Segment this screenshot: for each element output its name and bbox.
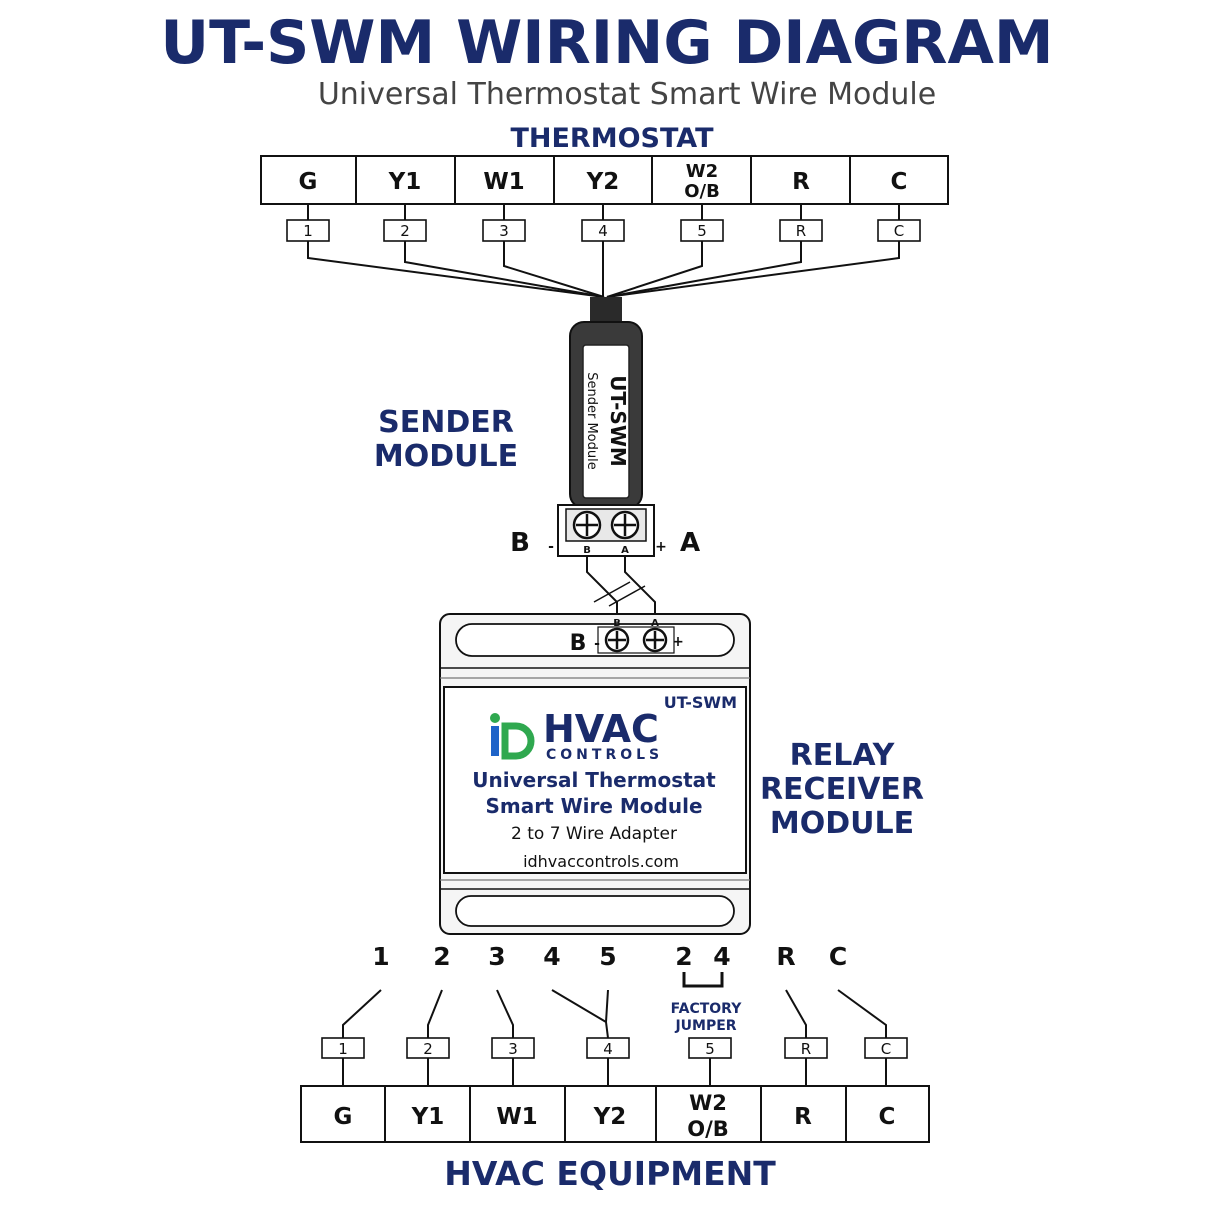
hvac-dividers bbox=[384, 1086, 847, 1142]
hvac-terminal-ob: O/B bbox=[687, 1117, 729, 1141]
thermostat-tag-2: 2 bbox=[400, 222, 410, 240]
sender-minus: - bbox=[548, 539, 554, 555]
thermostat-terminal-w2: W2 bbox=[686, 161, 718, 182]
factory-jumper-line2: JUMPER bbox=[674, 1018, 736, 1034]
thermostat-terminal-r: R bbox=[792, 169, 810, 195]
hvac-tag-r: R bbox=[801, 1040, 811, 1058]
hvac-tag-c: C bbox=[881, 1040, 891, 1058]
page-subtitle: Universal Thermostat Smart Wire Module bbox=[318, 77, 936, 112]
thermostat-tags bbox=[286, 219, 921, 242]
output-number-c: C bbox=[829, 942, 847, 971]
thermostat-tag-1: 1 bbox=[303, 222, 313, 240]
thermostat-terminal-strip bbox=[260, 155, 949, 205]
factory-jumper-bracket bbox=[682, 972, 724, 988]
logo-main-text: HVAC bbox=[543, 707, 659, 751]
sender-label-line1: SENDER bbox=[378, 405, 514, 440]
output-number-4: 4 bbox=[543, 942, 560, 971]
sender-plus: + bbox=[655, 539, 667, 555]
page-title: UT-SWM WIRING DIAGRAM bbox=[160, 8, 1053, 78]
sender-device-title: UT-SWM bbox=[606, 375, 630, 467]
hvac-equipment-label: HVAC EQUIPMENT bbox=[444, 1154, 776, 1193]
receiver-label-line1: RELAY bbox=[790, 738, 896, 773]
hvac-terminal-c: C bbox=[879, 1104, 896, 1130]
thermostat-terminal-y2: Y2 bbox=[586, 169, 620, 195]
output-number-r: R bbox=[776, 942, 795, 971]
thermostat-label: THERMOSTAT bbox=[510, 123, 714, 154]
sender-terminal-a-label: A bbox=[680, 528, 700, 558]
hvac-terminal-w2: W2 bbox=[689, 1091, 727, 1115]
thermostat-dividers bbox=[355, 156, 851, 204]
output-number-2: 2 bbox=[433, 942, 450, 971]
sender-device-subtitle: Sender Module bbox=[584, 372, 599, 470]
thermostat-terminal-g: G bbox=[299, 169, 318, 195]
logo-sub-text: CONTROLS bbox=[546, 747, 663, 763]
thermostat-tag-c: C bbox=[894, 222, 904, 240]
receiver-product-line1: Universal Thermostat bbox=[472, 768, 716, 792]
hvac-tag-3: 3 bbox=[508, 1040, 518, 1058]
hvac-tag-2: 2 bbox=[423, 1040, 433, 1058]
receiver-terminal-b-label: B bbox=[570, 631, 587, 656]
thermostat-tag-4: 4 bbox=[598, 222, 608, 240]
hvac-tags bbox=[321, 1037, 908, 1059]
receiver-screw-a-label: A bbox=[651, 618, 659, 629]
receiver-model: UT-SWM bbox=[664, 693, 737, 712]
sender-cable-boot bbox=[590, 297, 622, 325]
receiver-minus: - bbox=[594, 636, 600, 652]
idhvac-logo-icon bbox=[490, 713, 535, 760]
receiver-label-line2: RECEIVER bbox=[760, 772, 924, 807]
factory-jumper-line1: FACTORY bbox=[671, 1001, 743, 1017]
output-wires bbox=[342, 989, 887, 1086]
thermostat-terminal-w1: W1 bbox=[483, 169, 524, 195]
thermostat-terminal-y1: Y1 bbox=[388, 169, 422, 195]
receiver-bottom-rail bbox=[455, 895, 735, 927]
hvac-terminal-y2: Y2 bbox=[593, 1104, 627, 1130]
jumper-number-2: 2 bbox=[675, 942, 692, 971]
receiver-adapter-text: 2 to 7 Wire Adapter bbox=[511, 824, 677, 844]
receiver-screw-b-label: B bbox=[613, 618, 621, 629]
thermostat-tag-5: 5 bbox=[697, 222, 707, 240]
thermostat-terminal-c: C bbox=[891, 169, 908, 195]
sender-terminal-b-label: B bbox=[510, 528, 530, 558]
hvac-tag-4: 4 bbox=[603, 1040, 613, 1058]
thermostat-tag-r: R bbox=[796, 222, 806, 240]
sender-screw-b-label: B bbox=[583, 545, 591, 556]
hvac-terminal-y1: Y1 bbox=[411, 1104, 445, 1130]
sender-label-line2: MODULE bbox=[374, 439, 518, 474]
sender-module-label-plate bbox=[582, 344, 630, 499]
receiver-website: idhvaccontrols.com bbox=[523, 852, 679, 871]
output-number-1: 1 bbox=[372, 942, 389, 971]
jumper-number-4: 4 bbox=[713, 942, 730, 971]
receiver-screw-a bbox=[642, 627, 668, 653]
sender-screw-a-label: A bbox=[621, 545, 629, 556]
thermostat-stubs bbox=[307, 204, 900, 220]
sender-screw-a bbox=[610, 510, 640, 540]
sender-screw-b bbox=[572, 510, 602, 540]
thermostat-tag-3: 3 bbox=[499, 222, 509, 240]
thermostat-terminal-ob: O/B bbox=[684, 181, 720, 202]
output-number-3: 3 bbox=[488, 942, 505, 971]
hvac-terminal-strip bbox=[300, 1085, 930, 1143]
receiver-plus: + bbox=[672, 634, 684, 650]
receiver-label-line3: MODULE bbox=[770, 806, 914, 841]
hvac-terminal-g: G bbox=[334, 1104, 353, 1130]
receiver-product-line2: Smart Wire Module bbox=[485, 794, 702, 818]
hvac-tag-1: 1 bbox=[338, 1040, 348, 1058]
output-number-5: 5 bbox=[599, 942, 616, 971]
hvac-tag-5: 5 bbox=[705, 1040, 715, 1058]
thermostat-bundle-wires bbox=[307, 241, 900, 298]
receiver-screw-b bbox=[604, 627, 630, 653]
hvac-terminal-r: R bbox=[794, 1104, 812, 1130]
two-wire-link bbox=[586, 556, 656, 620]
hvac-terminal-w1: W1 bbox=[496, 1104, 537, 1130]
